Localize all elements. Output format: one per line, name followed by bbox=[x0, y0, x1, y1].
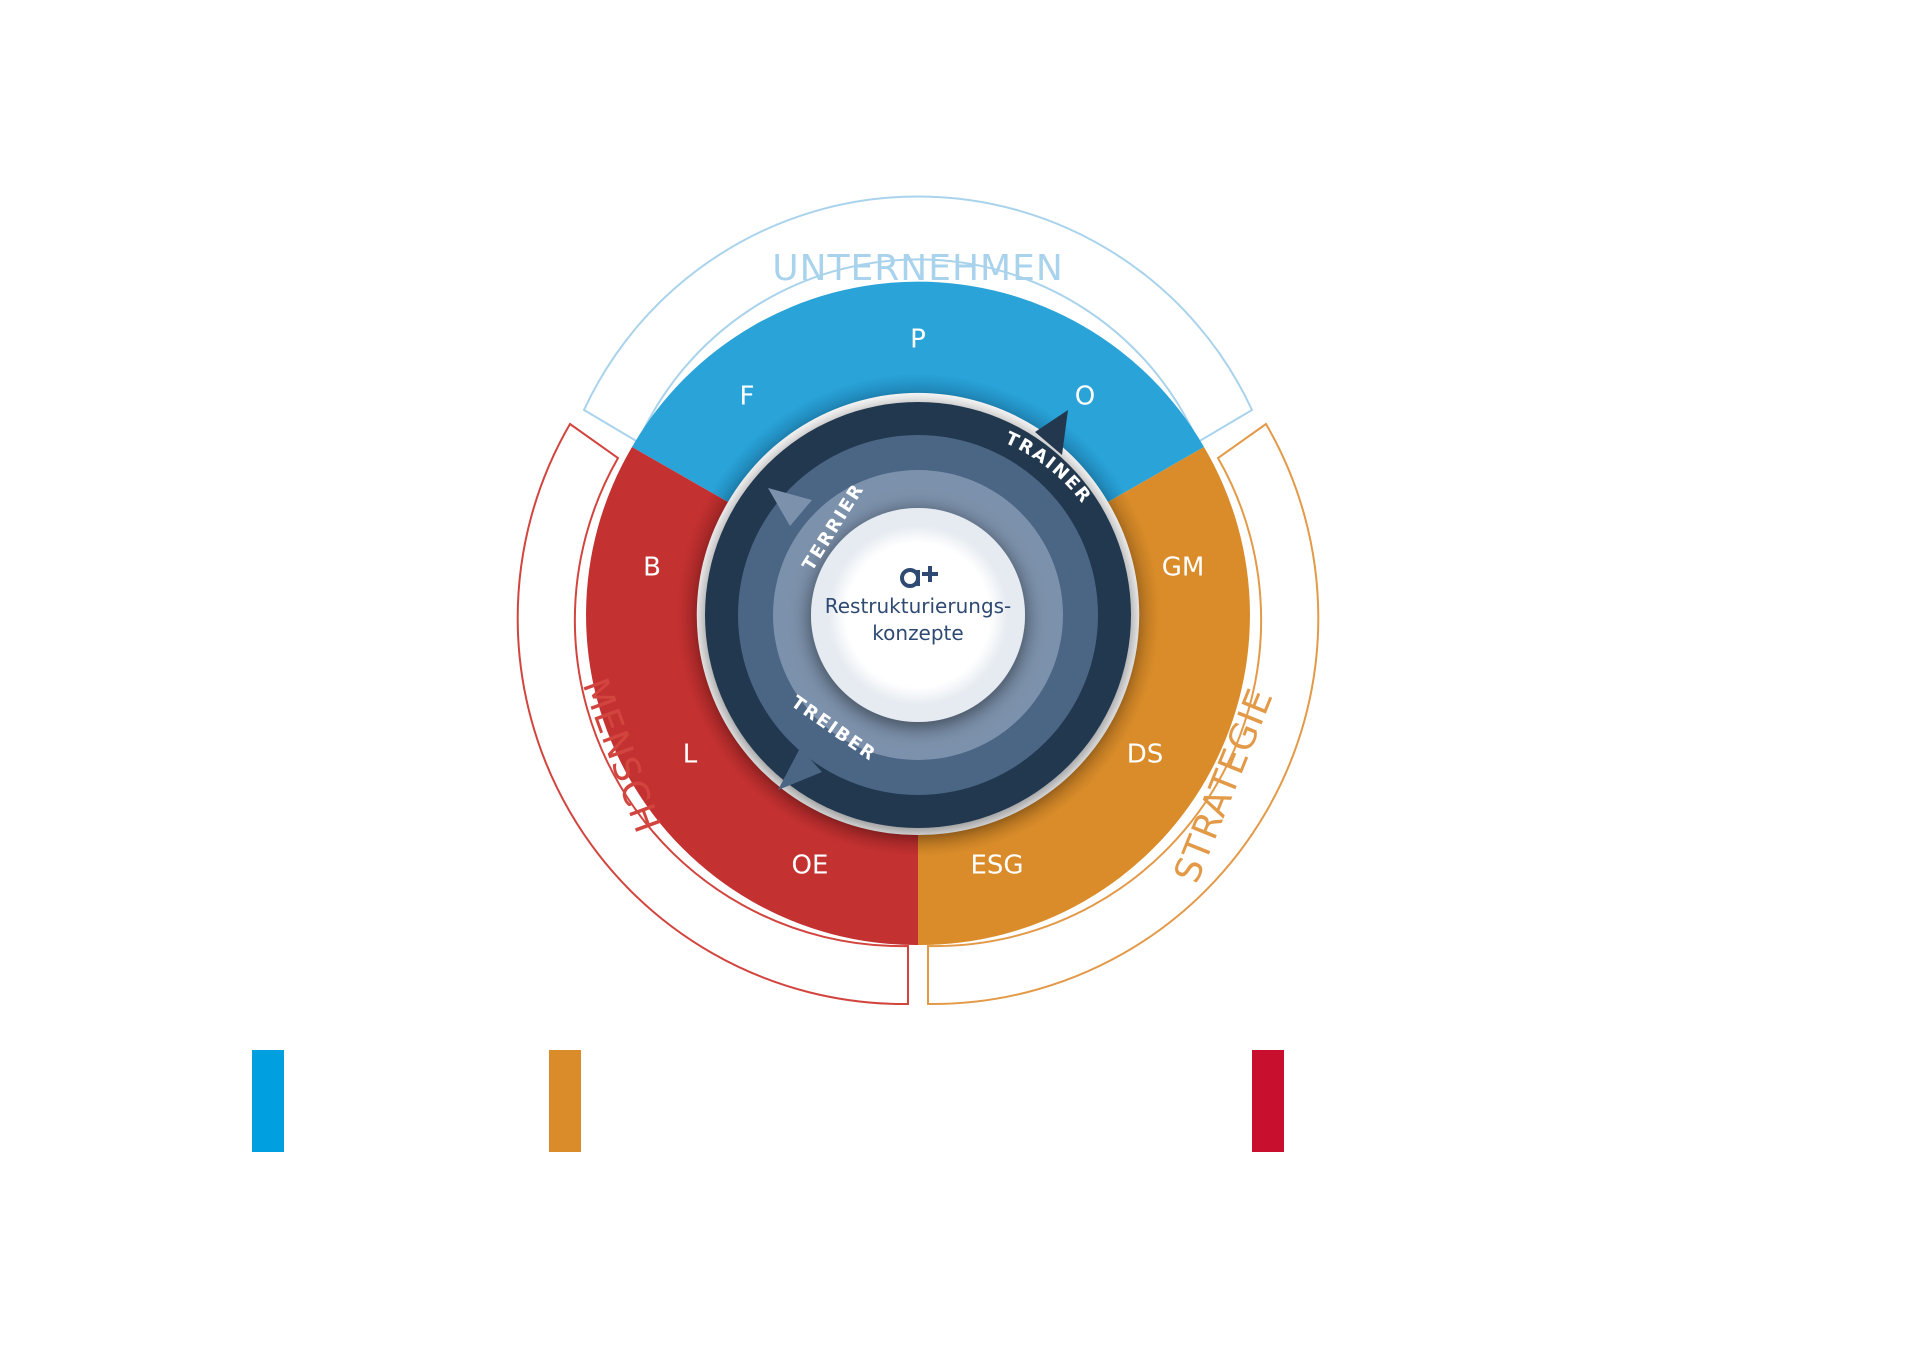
segment-label-l: L bbox=[683, 740, 698, 770]
a-plus-logo bbox=[900, 566, 938, 588]
trainer-arrowhead-icon bbox=[1035, 410, 1068, 455]
segment-label-p: P bbox=[910, 325, 926, 355]
segment-label-ds: DS bbox=[1127, 740, 1164, 770]
center-text-line2: konzepte bbox=[872, 621, 963, 645]
legend-bar-red bbox=[1252, 1050, 1284, 1152]
legend-bar-orange bbox=[549, 1050, 581, 1152]
segment-label-b: B bbox=[643, 553, 661, 583]
segment-label-o: O bbox=[1075, 382, 1095, 412]
segment-label-oe: OE bbox=[792, 851, 829, 881]
segment-label-gm: GM bbox=[1162, 553, 1205, 583]
mensch-outline bbox=[516, 422, 909, 1006]
treiber-arrowhead-icon bbox=[778, 748, 822, 790]
center-circle bbox=[811, 508, 1025, 722]
segment-mensch bbox=[586, 447, 918, 946]
segment-strategie bbox=[918, 447, 1250, 946]
terrier-arrowhead-icon bbox=[768, 488, 812, 526]
strategie-outline bbox=[927, 422, 1320, 1006]
category-label-unternehmen: UNTERNEHMEN bbox=[772, 248, 1064, 289]
segment-unternehmen bbox=[632, 281, 1204, 502]
legend-bar-blue bbox=[252, 1050, 284, 1152]
unternehmen-outline bbox=[582, 195, 1254, 444]
center-text-line1: Restrukturierungs- bbox=[825, 594, 1012, 618]
segment-label-f: F bbox=[740, 382, 755, 412]
segment-label-esg: ESG bbox=[970, 851, 1023, 881]
